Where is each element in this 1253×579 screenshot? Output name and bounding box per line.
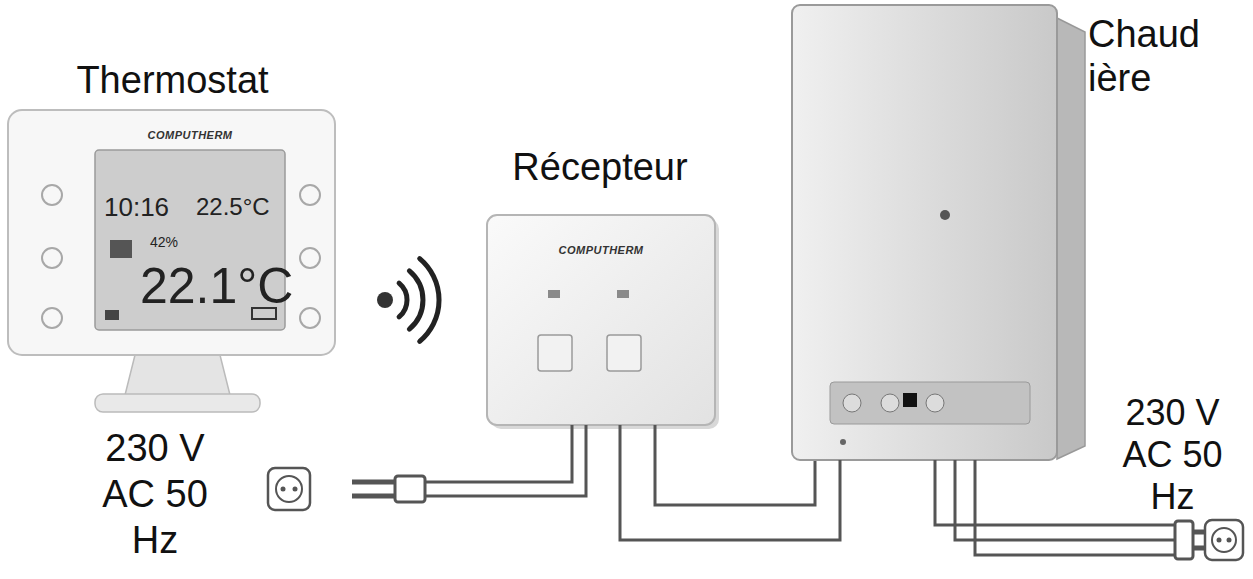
control-panel: [830, 382, 1030, 424]
control-knob: [926, 394, 944, 412]
boiler-indicator: [940, 210, 950, 220]
socket-hole: [281, 487, 286, 492]
device-group: Thermostat: [0, 50, 345, 415]
device-title: Chaud ière: [1088, 12, 1228, 100]
wall-socket: [1205, 520, 1243, 560]
display-text: 22.5°C: [196, 192, 282, 222]
plug-prong: [352, 482, 395, 496]
signal-wave: [420, 259, 439, 342]
lcd-screen: [95, 150, 285, 330]
touch-button: [300, 185, 320, 205]
led: [548, 290, 560, 298]
device-title: Récepteur: [480, 145, 720, 189]
signal-wave: [399, 283, 407, 317]
display: [903, 393, 917, 407]
receiver-body: [487, 215, 715, 425]
control-knob: [881, 394, 899, 412]
thermostat-base: [95, 394, 260, 412]
supply-rating: 230 V AC 50 Hz: [1100, 392, 1245, 518]
plug-prong: [1193, 532, 1205, 548]
touch-button: [300, 248, 320, 268]
screen-icon: [110, 240, 132, 258]
supply-rating: 230 V AC 50 Hz: [80, 425, 230, 563]
display-text: COMPUTHERM: [110, 128, 270, 142]
wall-socket: [268, 468, 310, 510]
led: [617, 290, 629, 298]
socket-face: [276, 476, 302, 502]
boiler-front: [792, 5, 1057, 460]
display-text: COMPUTHERM: [521, 243, 681, 257]
control-wire: [620, 425, 840, 540]
touch-button: [42, 308, 62, 328]
touch-button: [42, 185, 62, 205]
screen-icon: [105, 310, 119, 320]
socket-hole: [1217, 538, 1222, 543]
display-text: 10:16: [104, 192, 184, 222]
thermostat-device: [8, 110, 335, 412]
touch-button: [42, 248, 62, 268]
display-text: 22.1°C: [140, 258, 282, 314]
thermostat-body: [8, 110, 335, 355]
control-knob: [843, 394, 861, 412]
device-title: Thermostat: [0, 58, 345, 102]
socket-hole: [1227, 538, 1232, 543]
boiler-side: [1057, 18, 1085, 459]
signal-dot: [377, 292, 393, 308]
socket-hole: [293, 487, 298, 492]
touch-button: [300, 308, 320, 328]
plug-body: [395, 476, 425, 502]
signal-wave: [409, 271, 423, 329]
power-cord: [425, 425, 586, 496]
push-button: [538, 335, 572, 371]
display-text: 42%: [150, 234, 200, 250]
receiver-device: [487, 215, 719, 429]
mains-plug: [268, 425, 586, 510]
wireless-signal: [377, 259, 439, 342]
thermostat-stand: [125, 355, 230, 395]
boiler-device: [792, 5, 1085, 460]
socket-face: [1212, 528, 1236, 552]
boiler-dot: [840, 439, 846, 445]
power-cord: [425, 425, 572, 482]
push-button: [607, 335, 641, 371]
device-group: Chaud ière: [785, 0, 1245, 460]
device-group: Récepteur: [480, 140, 720, 425]
plug-body: [1175, 521, 1193, 559]
